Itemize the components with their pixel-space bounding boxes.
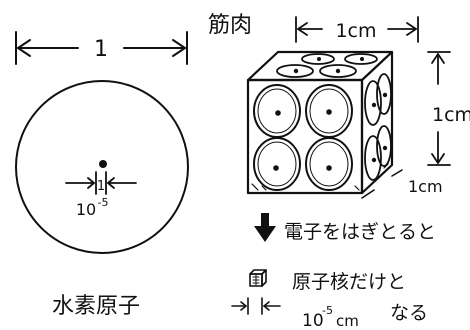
top-cell-2-nucleus bbox=[335, 68, 341, 74]
front-cell-bottom-left bbox=[253, 137, 301, 191]
atom-width-label: 1 bbox=[94, 37, 108, 62]
side-face-cells bbox=[364, 73, 392, 181]
side-cell-2 bbox=[376, 73, 392, 115]
cube-hatching bbox=[251, 163, 389, 191]
cube-height-bottom-arrowhead bbox=[431, 153, 445, 164]
cube-depth-line bbox=[391, 169, 403, 177]
atom-circle bbox=[15, 80, 189, 254]
front-cell-bottom-right-inner bbox=[309, 141, 349, 187]
cube-depth-label: 1cm bbox=[408, 177, 443, 196]
cube-width-label: 1cm bbox=[335, 20, 376, 42]
muscle-cube-figure: 筋肉 1cm bbox=[208, 13, 470, 199]
nucleus-dot bbox=[99, 160, 107, 168]
tiny-size-left-arrowhead bbox=[240, 301, 247, 311]
strip-electrons-text: 電子をはぎとると bbox=[284, 221, 436, 243]
cube-top-face bbox=[246, 50, 394, 82]
top-cell-4 bbox=[344, 53, 378, 65]
tiny-size-unit: cm bbox=[336, 312, 359, 330]
front-cell-bottom-right bbox=[305, 137, 353, 191]
front-cell-bottom-left-nucleus bbox=[273, 165, 279, 171]
tiny-size-exponent: -5 bbox=[322, 304, 333, 317]
result-text-line1: 原子核だけと bbox=[292, 271, 406, 293]
result-text-line2: なる bbox=[390, 302, 428, 324]
hydrogen-atom-figure: 1 1 10 -5 水素原子 bbox=[15, 31, 189, 319]
front-cell-bottom-left-inner bbox=[257, 141, 297, 187]
top-cell-3-nucleus bbox=[317, 57, 321, 61]
nuclei-only-result: 10 -5 cm 原子核だけと なる bbox=[231, 269, 428, 330]
tiny-size-base: 10 bbox=[302, 311, 324, 330]
side-cell-1 bbox=[364, 80, 382, 126]
down-arrow-head bbox=[254, 226, 276, 242]
atom-width-left-arrowhead bbox=[17, 39, 31, 57]
down-arrow-shaft bbox=[261, 213, 269, 227]
strip-electrons-step: 電子をはぎとると bbox=[254, 213, 436, 243]
front-cell-top-left-nucleus bbox=[275, 110, 281, 116]
nucleus-right-arrowhead bbox=[107, 177, 115, 189]
muscle-title: 筋肉 bbox=[208, 13, 252, 38]
nucleus-size-base: 10 bbox=[76, 200, 96, 219]
front-cell-bottom-right-nucleus bbox=[326, 165, 332, 171]
hydrogen-atom-caption: 水素原子 bbox=[52, 294, 140, 319]
cube-height-top-arrowhead bbox=[431, 53, 445, 64]
side-cell-3 bbox=[364, 135, 382, 181]
side-cell-1-nucleus bbox=[371, 102, 377, 108]
side-cell-3-nucleus bbox=[371, 157, 377, 163]
cube-side-face bbox=[360, 50, 394, 195]
side-cell-2-nucleus bbox=[382, 92, 388, 98]
front-cell-top-right-nucleus bbox=[326, 109, 332, 115]
top-cell-2 bbox=[319, 64, 357, 78]
nucleus-width-label: 1 bbox=[97, 179, 105, 194]
side-cell-4-nucleus bbox=[382, 145, 388, 151]
cube-width-left-arrowhead bbox=[297, 22, 308, 36]
tiny-size-right-arrowhead bbox=[263, 301, 270, 311]
atom-width-right-arrowhead bbox=[172, 39, 186, 57]
top-face-cells bbox=[276, 53, 378, 78]
tiny-cube-side bbox=[261, 269, 267, 287]
front-cell-top-right-inner bbox=[309, 88, 349, 134]
cube-height-label: 1cm bbox=[432, 104, 470, 126]
cube-width-right-arrowhead bbox=[406, 22, 417, 36]
nucleus-left-arrowhead bbox=[87, 177, 95, 189]
top-cell-3 bbox=[301, 53, 335, 65]
front-cell-top-left-inner bbox=[257, 88, 297, 134]
front-face-cells bbox=[253, 84, 353, 191]
top-cell-1-nucleus bbox=[293, 68, 299, 74]
side-cell-4 bbox=[376, 125, 392, 167]
tiny-cube-pattern bbox=[252, 274, 260, 286]
nucleus-size-exponent: -5 bbox=[98, 196, 109, 209]
top-cell-1 bbox=[276, 64, 314, 78]
top-cell-4-nucleus bbox=[360, 57, 364, 61]
cube-depth-line-2 bbox=[361, 189, 375, 199]
